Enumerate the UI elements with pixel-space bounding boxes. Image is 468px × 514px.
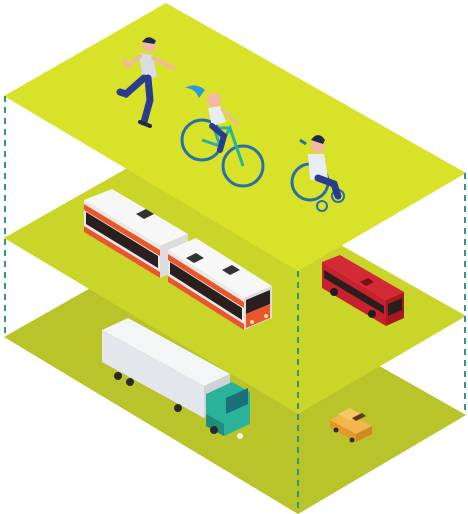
car-icon bbox=[330, 408, 372, 443]
top-plane bbox=[4, 3, 466, 271]
truck-icon bbox=[102, 318, 250, 439]
guide-lines bbox=[4, 96, 466, 512]
wheelchair-user-icon bbox=[290, 135, 345, 212]
bus-icon bbox=[322, 255, 404, 326]
freight-and-car-layer bbox=[4, 245, 466, 514]
tram-icon bbox=[84, 189, 272, 330]
bottom-plane bbox=[4, 245, 466, 514]
cyclist-icon bbox=[180, 85, 265, 188]
runner-icon bbox=[116, 37, 175, 128]
active-mobility-layer bbox=[4, 3, 466, 271]
